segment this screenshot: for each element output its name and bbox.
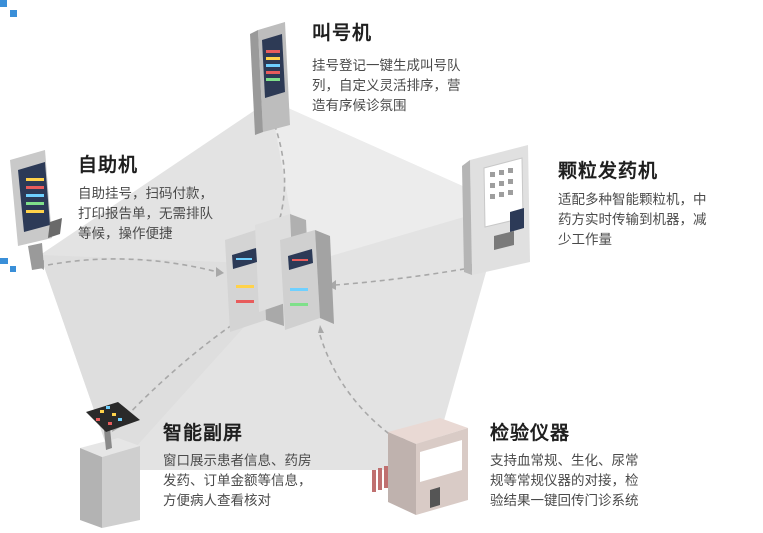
connector-lab [319,334,401,443]
connector-granule [334,267,471,286]
connector-self-service [47,258,219,273]
node-title-queue: 叫号机 [312,22,373,44]
server-cluster-icon [225,214,334,332]
node-desc-granule: 适配多种智能颗粒机，中 药方实时传输到机器，减 少工作量 [558,192,707,248]
node-title-screen: 智能副屏 [163,422,244,444]
connectors [47,107,471,443]
corner-decoration [0,0,17,272]
node-title-self-service: 自助机 [78,154,139,176]
node-desc-lab: 支持血常规、生化、尿常 规等常规仪器的对接，检 验结果一键回传门诊系统 [490,453,639,509]
corner-square [10,266,16,272]
node-desc-screen: 窗口展示患者信息、药房 发药、订单金额等信息， 方便病人查看核对 [163,453,312,509]
corner-square [10,10,17,17]
corner-square [0,0,7,7]
granule-dispenser-icon [462,145,530,275]
node-title-lab: 检验仪器 [490,422,571,444]
pentagon-inner-shadow [270,100,505,265]
tablet-stand-icon [80,402,140,528]
lab-analyzer-icon [372,418,468,515]
queue-kiosk-icon [250,22,290,135]
connector-screen [117,324,233,426]
arrowhead [216,267,224,277]
self-service-kiosk-icon [10,150,62,270]
node-desc-queue: 挂号登记一键生成叫号队 列，自定义灵活排序，营 造有序候诊氛围 [312,58,461,114]
node-desc-self-service: 自助挂号，扫码付款， 打印报告单，无需排队 等候，操作便捷 [78,186,213,242]
corner-square [0,258,8,264]
node-title-granule: 颗粒发药机 [558,160,659,182]
arrowhead [318,325,324,333]
